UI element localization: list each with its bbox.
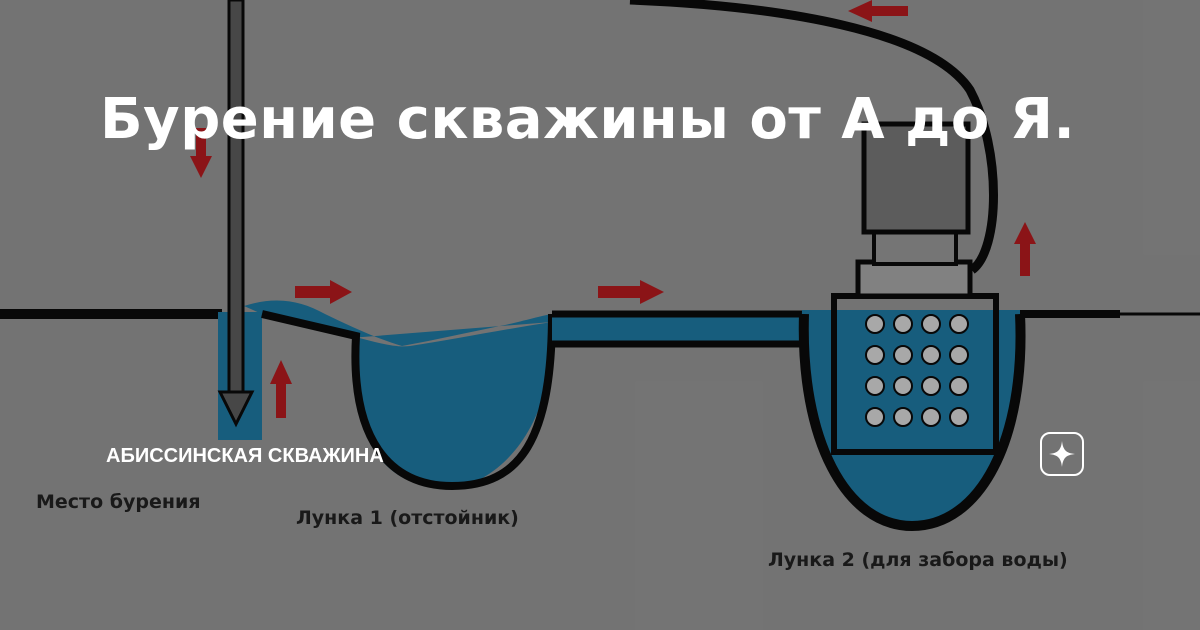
pump-base (855, 259, 973, 299)
label-pit-2: Лунка 2 (для забора воды) (768, 549, 1068, 571)
filter-hole (949, 376, 969, 396)
filter-hole (949, 314, 969, 334)
pit-1-water (352, 322, 552, 488)
pit-2-outline (798, 313, 1026, 532)
sparkle-star-icon (1049, 441, 1075, 467)
drill-bit-arrow (217, 390, 255, 428)
flow-arrow (848, 0, 908, 22)
pit-1-outline (261, 310, 556, 491)
filter-hole (921, 314, 941, 334)
filter-hole (865, 407, 885, 427)
filter-hole (865, 376, 885, 396)
filter-hole (921, 345, 941, 365)
label-pit-1: Лунка 1 (отстойник) (296, 507, 519, 529)
flow-arrow (190, 128, 212, 178)
flow-arrow (1014, 222, 1036, 276)
article-subtitle: АБИССИНСКАЯ СКВАЖИНА (106, 445, 384, 467)
filter-hole (921, 407, 941, 427)
logo-badge[interactable] (1040, 432, 1084, 476)
pump-motor (861, 121, 971, 235)
filter-hole (865, 345, 885, 365)
flow-arrow (598, 280, 664, 304)
filter-hole (893, 376, 913, 396)
label-drill-site: Место бурения (36, 491, 201, 513)
filter-hole (949, 345, 969, 365)
filter-hole (893, 407, 913, 427)
filter-hole (921, 376, 941, 396)
filter-hole (949, 407, 969, 427)
flow-arrow (270, 360, 292, 418)
filter-hole (865, 314, 885, 334)
article-title: Бурение скважины от А до Я. (100, 87, 1076, 152)
flow-arrow (295, 280, 352, 304)
discharge-hose (629, 0, 998, 274)
connecting-channel (552, 314, 804, 342)
filter-holes (865, 314, 969, 427)
filter-hole (893, 345, 913, 365)
drill-rod (227, 0, 245, 394)
filter-hole (893, 314, 913, 334)
pump-neck (872, 228, 958, 266)
